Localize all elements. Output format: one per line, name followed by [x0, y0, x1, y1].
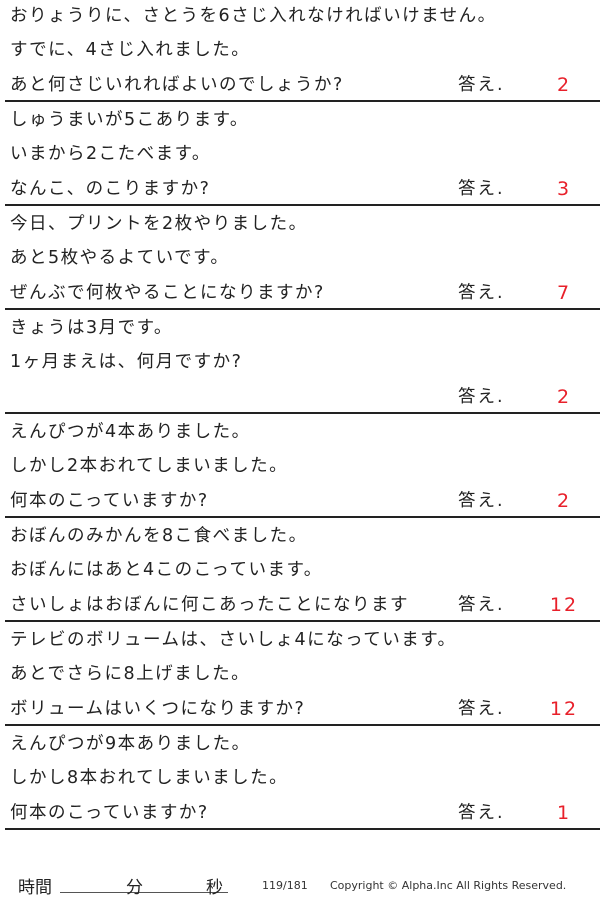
problem-block: きょうは3月です。 1ヶ月まえは、何月ですか? 答え. 2 — [0, 310, 600, 414]
divider — [5, 412, 600, 414]
problem-block: しゅうまいが5こあります。いまから2こたべます。なんこ、のこりますか? 答え. 3 — [0, 102, 600, 206]
problem-block: おぼんのみかんを8こ食べました。おぼんにはあと4このこっています。さいしょはおぼ… — [0, 518, 600, 622]
answer-value: 2 — [556, 386, 572, 408]
divider — [5, 308, 600, 310]
problem-line: おぼんにはあと4このこっています。 — [10, 560, 323, 580]
divider — [5, 204, 600, 206]
problem-line: しかし2本おれてしまいました。 — [10, 456, 289, 476]
answer-label: 答え. — [458, 699, 505, 719]
answer-value: 2 — [556, 74, 572, 96]
problem-line: きょうは3月です。 — [10, 318, 173, 338]
problem-line: 何本のこっていますか? — [10, 491, 209, 511]
problem-line: 今日、プリントを2枚やりました。 — [10, 214, 308, 234]
problem-line: おりょうりに、さとうを6さじ入れなければいけません。 — [10, 6, 497, 26]
answer-value: 2 — [556, 490, 572, 512]
time-underline — [60, 892, 228, 893]
problem-line: しゅうまいが5こあります。 — [10, 110, 249, 130]
divider — [5, 620, 600, 622]
answer-label: 答え. — [458, 491, 505, 511]
problem-line: 何本のこっていますか? — [10, 803, 209, 823]
problem-block: おりょうりに、さとうを6さじ入れなければいけません。すでに、4さじ入れました。あ… — [0, 0, 600, 102]
divider — [5, 100, 600, 102]
problem-block: えんぴつが4本ありました。しかし2本おれてしまいました。何本のこっていますか? 答… — [0, 414, 600, 518]
page-number: 119/181 — [262, 879, 308, 892]
problem-line: えんぴつが4本ありました。 — [10, 422, 251, 442]
problem-line: あと5枚やるよていです。 — [10, 248, 230, 268]
divider — [5, 828, 600, 830]
problem-line: えんぴつが9本ありました。 — [10, 734, 251, 754]
problem-line: あとでさらに8上げました。 — [10, 664, 251, 684]
answer-label: 答え. — [458, 75, 505, 95]
seconds-label: 秒 — [206, 878, 223, 898]
problem-line: ボリュームはいくつになりますか? — [10, 699, 306, 719]
problem-line: ぜんぶで何枚やることになりますか? — [10, 283, 325, 303]
problem-line: テレビのボリュームは、さいしょ4になっています。 — [10, 630, 457, 650]
problem-line: すでに、4さじ入れました。 — [10, 40, 251, 60]
answer-label: 答え. — [458, 595, 505, 615]
problem-line: おぼんのみかんを8こ食べました。 — [10, 526, 308, 546]
footer: 時間 分 秒 119/181 Copyright © Alpha.Inc All… — [0, 870, 600, 899]
answer-value: 12 — [549, 594, 579, 616]
problem-line: いまから2こたべます。 — [10, 144, 211, 164]
answer-value: 3 — [556, 178, 572, 200]
answer-label: 答え. — [458, 283, 505, 303]
answer-label: 答え. — [458, 803, 505, 823]
problem-line: さいしょはおぼんに何こあったことになります — [10, 595, 409, 615]
problem-block: 今日、プリントを2枚やりました。あと5枚やるよていです。ぜんぶで何枚やることにな… — [0, 206, 600, 310]
answer-value: 12 — [549, 698, 579, 720]
problem-line: 1ヶ月まえは、何月ですか? — [10, 352, 243, 372]
problem-block: テレビのボリュームは、さいしょ4になっています。あとでさらに8上げました。ボリュ… — [0, 622, 600, 726]
time-label: 時間 — [18, 878, 52, 898]
problem-line: あと何さじいれればよいのでしょうか? — [10, 75, 344, 95]
answer-value: 1 — [556, 802, 572, 824]
answer-label: 答え. — [458, 179, 505, 199]
problem-block: えんぴつが9本ありました。しかし8本おれてしまいました。何本のこっていますか? 答… — [0, 726, 600, 830]
answer-label: 答え. — [458, 387, 505, 407]
copyright: Copyright © Alpha.Inc All Rights Reserve… — [330, 879, 567, 892]
problem-line: しかし8本おれてしまいました。 — [10, 768, 289, 788]
answer-value: 7 — [556, 282, 572, 304]
minutes-label: 分 — [126, 878, 143, 898]
divider — [5, 516, 600, 518]
divider — [5, 724, 600, 726]
problem-line: なんこ、のこりますか? — [10, 179, 211, 199]
